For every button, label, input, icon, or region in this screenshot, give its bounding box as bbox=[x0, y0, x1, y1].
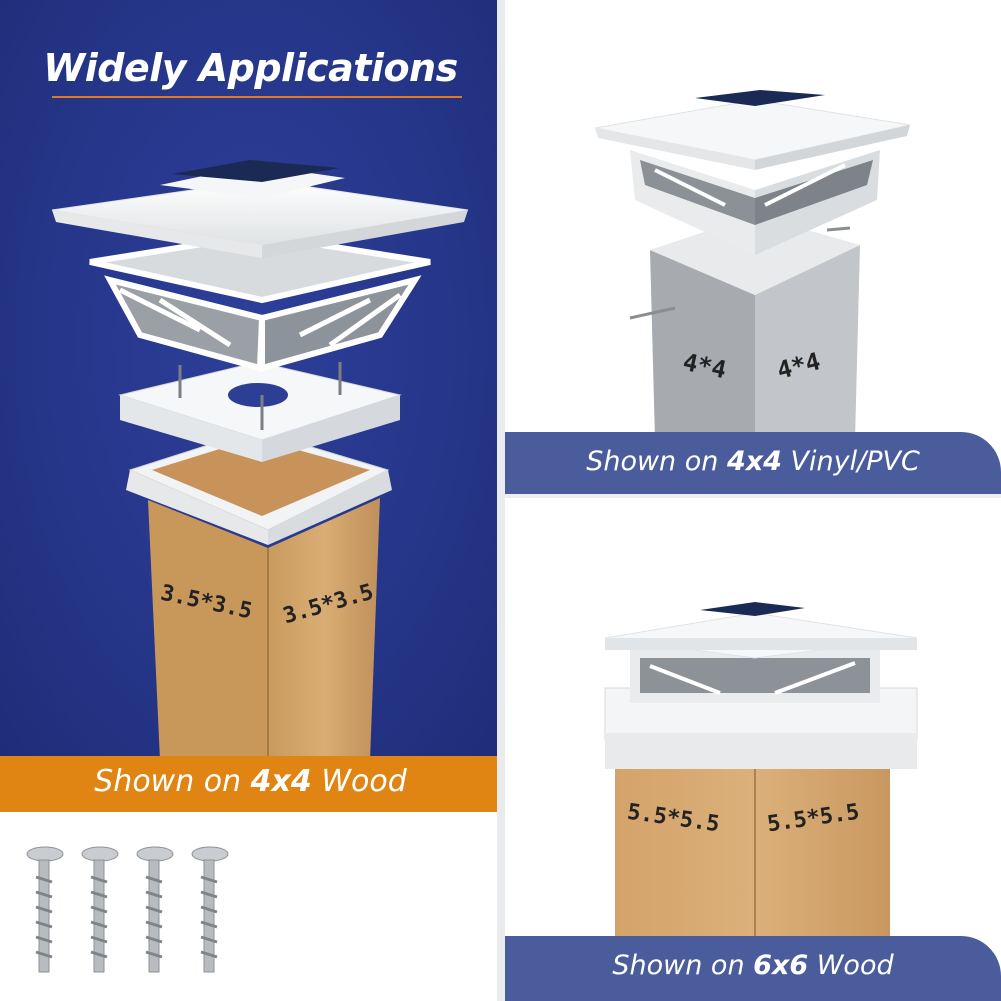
screw-icon bbox=[136, 846, 174, 973]
caption-4x4-vinyl: Shown on 4x4 Vinyl/PVC bbox=[586, 446, 920, 477]
wood-6x6-post-illustration bbox=[604, 602, 918, 938]
caption-banner-6x6-wood: Shown on 6x6 Wood bbox=[505, 936, 1001, 1001]
screw-icon bbox=[26, 846, 64, 973]
screws-illustration bbox=[26, 846, 229, 973]
solar-cap bbox=[604, 602, 918, 703]
vinyl-4x4-panel: 4*4 4*4 Shown on 4x4 Vinyl/PVC bbox=[505, 0, 1001, 495]
horizontal-divider bbox=[505, 494, 1001, 500]
vertical-divider bbox=[497, 0, 505, 1001]
solar-panel-icon bbox=[695, 90, 825, 106]
solar-cap bbox=[51, 160, 469, 258]
vinyl-post bbox=[629, 215, 860, 440]
title-underline bbox=[52, 96, 462, 98]
exploded-post-cap-illustration bbox=[51, 160, 469, 760]
caption-4x4-wood: Shown on 4x4 Wood bbox=[94, 764, 407, 799]
screw-icon bbox=[191, 846, 229, 973]
wood-post bbox=[148, 498, 380, 760]
caption-6x6-wood: Shown on 6x6 Wood bbox=[612, 950, 894, 981]
solar-cap bbox=[594, 90, 911, 255]
page-title: Widely Applications bbox=[43, 46, 458, 90]
screw-icon bbox=[81, 846, 119, 973]
caption-banner-4x4-vinyl: Shown on 4x4 Vinyl/PVC bbox=[505, 432, 1001, 495]
solar-panel-icon bbox=[172, 160, 340, 182]
solar-panel-icon bbox=[700, 602, 805, 616]
wood-6x6-panel: 5.5*5.5 5.5*5.5 Shown on 6x6 Wood bbox=[505, 498, 1001, 1001]
wood-4x4-panel: Widely Applications bbox=[0, 0, 501, 973]
mounting-base bbox=[118, 361, 402, 462]
vinyl-post-illustration bbox=[594, 90, 911, 440]
caption-banner-4x4-wood: Shown on 4x4 Wood bbox=[0, 756, 501, 812]
